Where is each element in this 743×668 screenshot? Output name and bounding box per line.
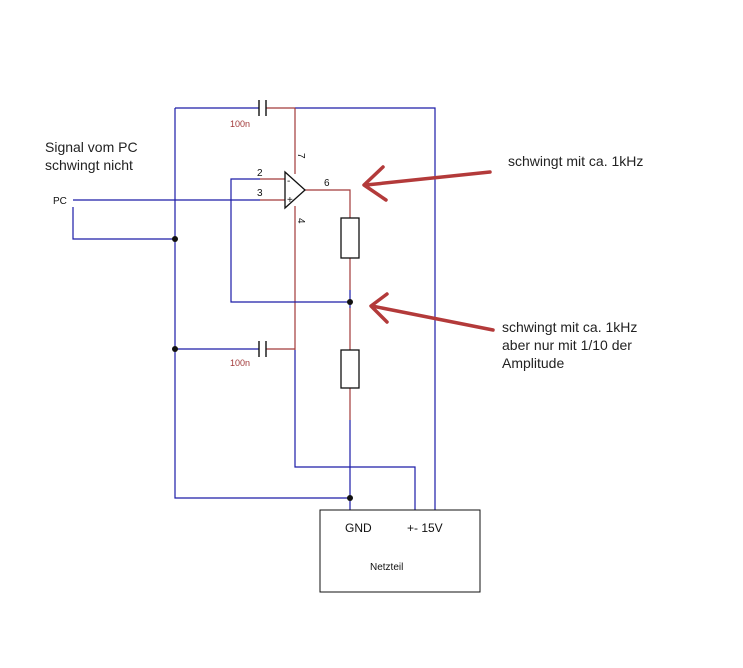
power-supply-box (319, 509, 481, 593)
power-supply-vcc-label: +- 15V (407, 521, 443, 535)
capacitor-1 (258, 100, 267, 116)
opamp-sign-noninverting: + (287, 195, 293, 206)
capacitor-2-value: 100n (230, 358, 250, 368)
resistor-2 (340, 349, 360, 389)
pin-label-6: 6 (324, 178, 330, 189)
wire-top-right (295, 107, 436, 510)
capacitor-1-value: 100n (230, 119, 250, 129)
opamp-sign-inverting: - (287, 176, 290, 187)
wire-left-bus (174, 108, 350, 499)
mid-note-line1: schwingt mit ca. 1kHz (502, 319, 637, 335)
capacitor-2 (258, 341, 267, 357)
mid-note-line3: Amplitude (502, 355, 564, 371)
wire-feedback (230, 178, 350, 303)
arrow-to-output (362, 165, 492, 202)
wire-pc-ground (72, 207, 175, 240)
output-note: schwingt mit ca. 1kHz (508, 153, 643, 169)
junction-left-bus-cap2 (172, 346, 178, 352)
mid-note-line2: aber nur mit 1/10 der (502, 337, 632, 353)
pin-label-2: 2 (257, 168, 263, 179)
power-supply-name: Netzteil (370, 562, 403, 573)
pc-label: PC (53, 196, 67, 207)
signal-note-line1: Signal vom PC (45, 139, 138, 155)
junction-midpoint (347, 299, 353, 305)
pin-label-3: 3 (257, 188, 263, 199)
opamp-symbol (284, 170, 306, 210)
junction-left-bus-pc-ground (172, 236, 178, 242)
pin-label-7: 7 (295, 153, 306, 159)
wire-output (305, 189, 351, 218)
power-supply-gnd-label: GND (345, 521, 372, 535)
signal-note-line2: schwingt nicht (45, 157, 133, 173)
junction-ground (347, 495, 353, 501)
wire-pin4-blue (294, 350, 416, 510)
arrow-to-midpoint (369, 292, 495, 332)
resistor-1 (340, 217, 360, 259)
pin-label-4: 4 (295, 218, 306, 224)
